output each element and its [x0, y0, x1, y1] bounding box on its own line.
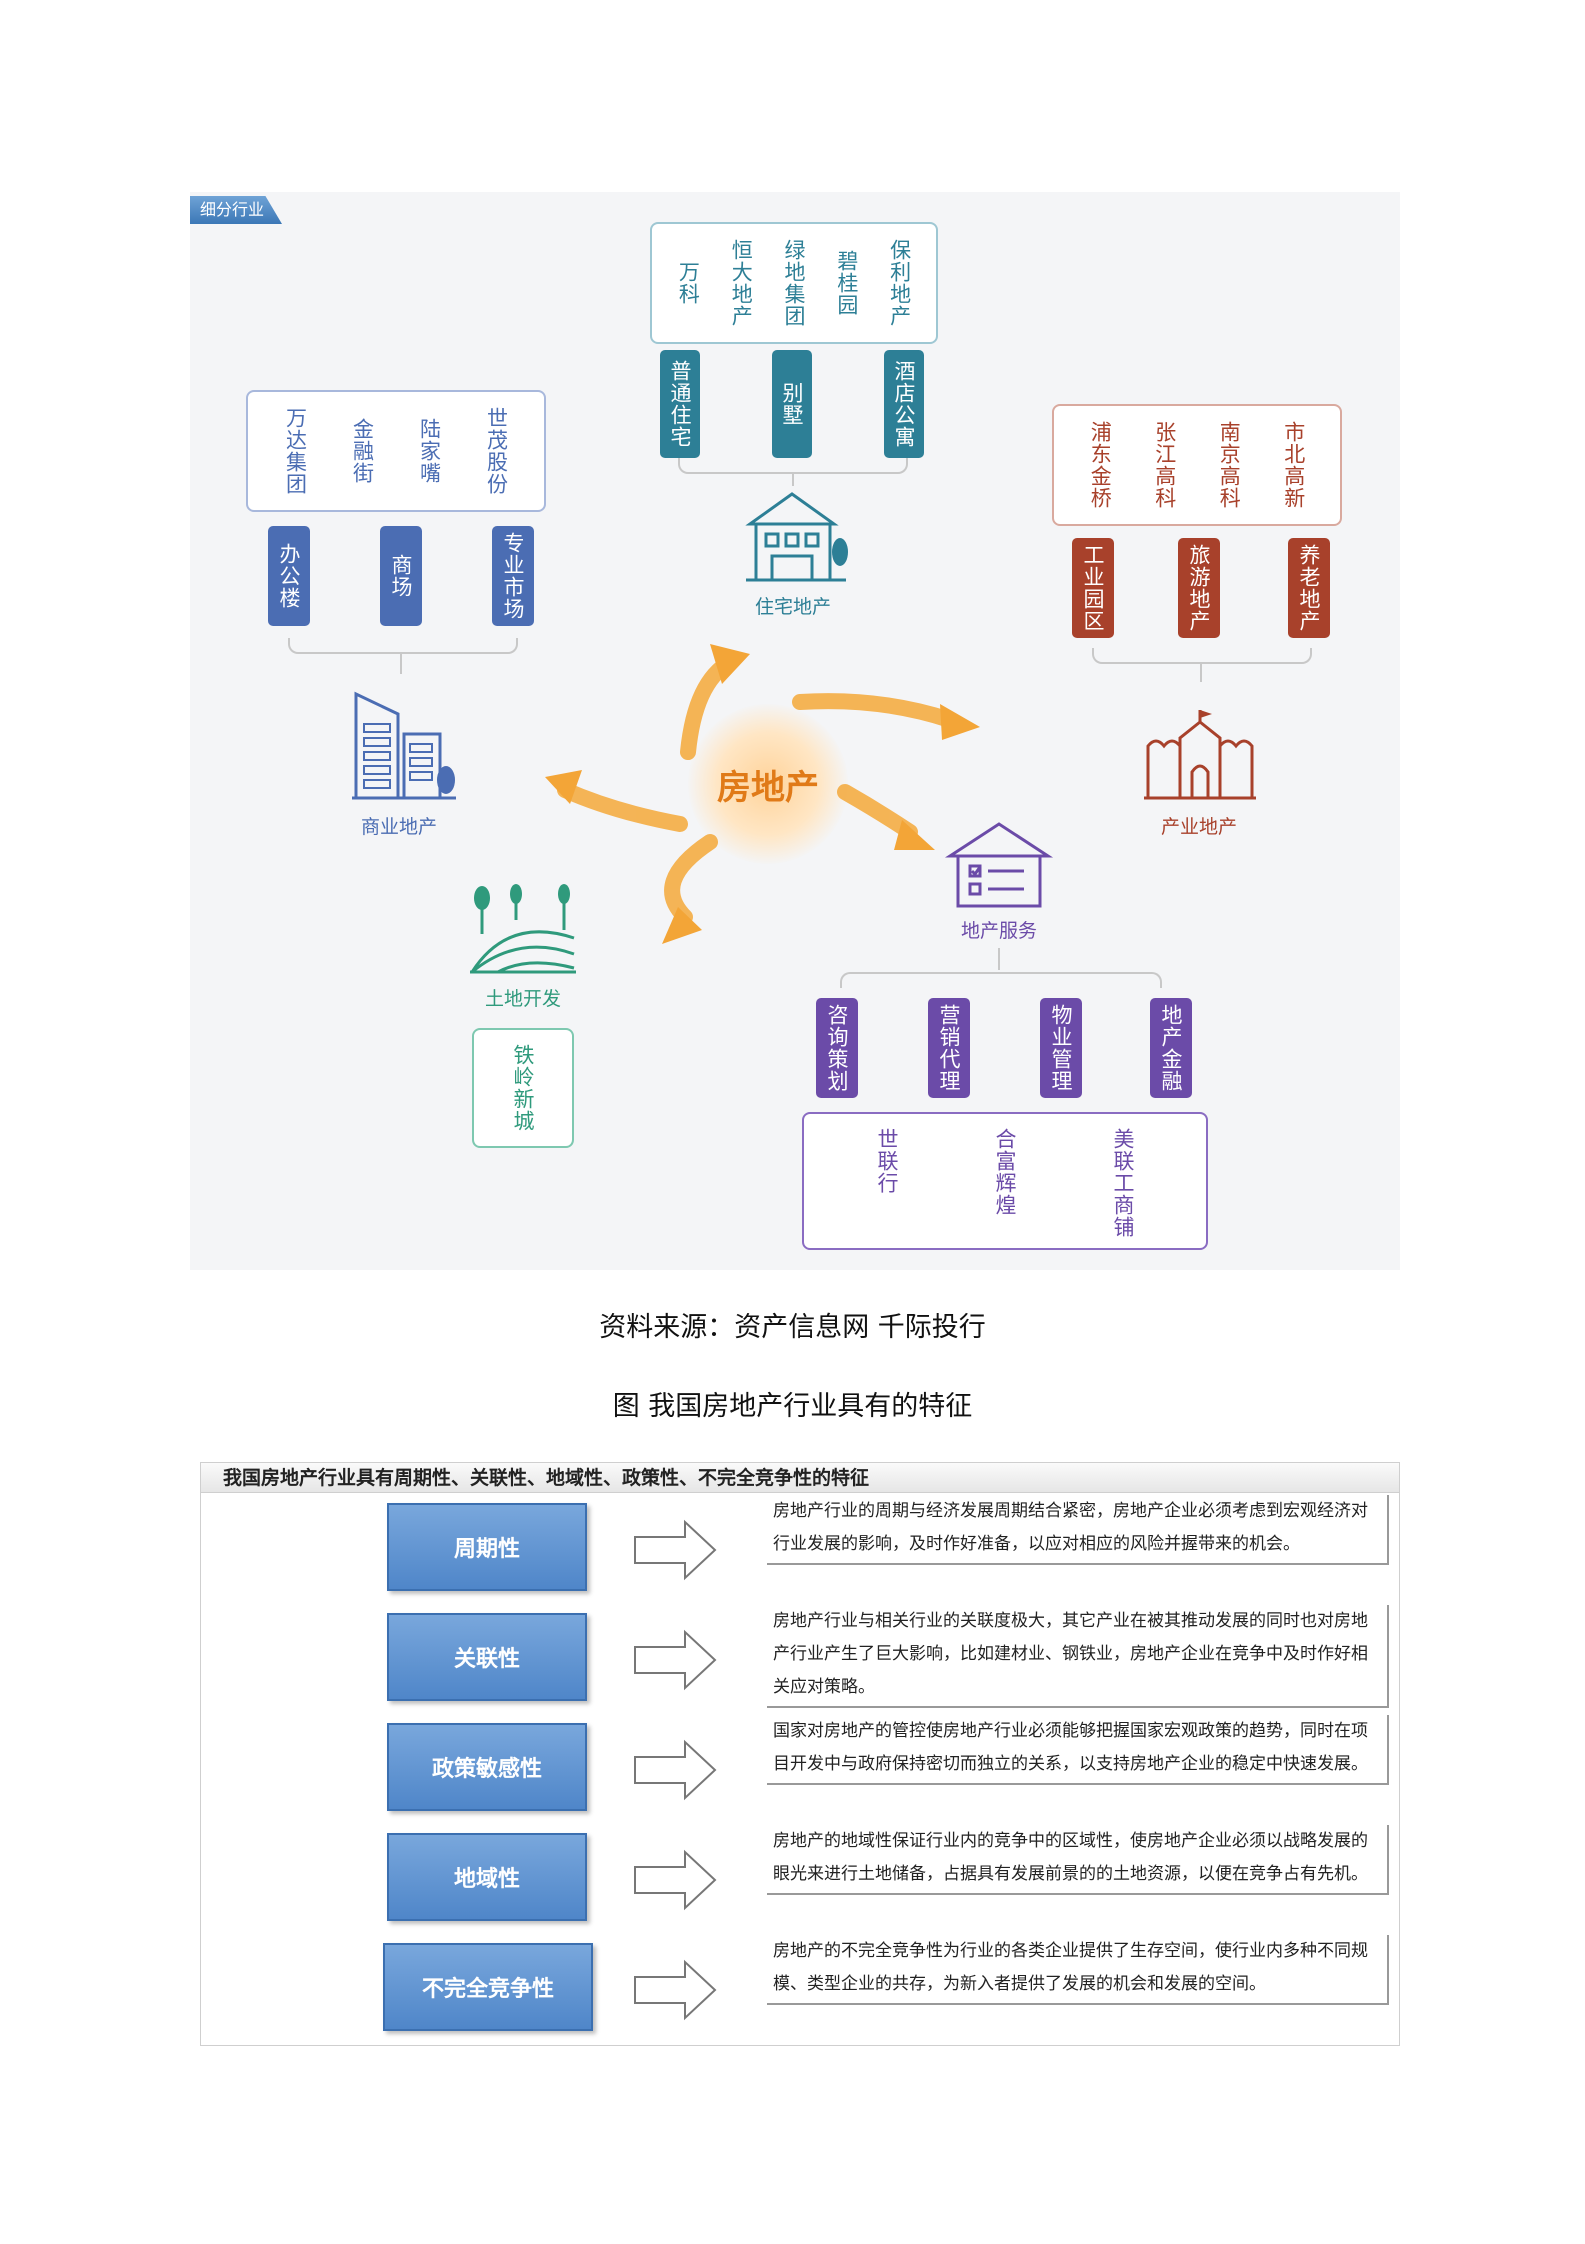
service-stem — [998, 948, 1000, 970]
commercial-type: 专业市场 — [492, 526, 534, 626]
feature-description: 国家对房地产的管控使房地产行业必须能够把握国家宏观政策的趋势，同时在项目开发中与… — [767, 1715, 1389, 1785]
service-house-icon — [944, 822, 1054, 908]
feature-box: 周期性 — [387, 1503, 587, 1591]
arrow-to-industrial — [792, 693, 958, 728]
right-arrow-icon — [634, 1519, 717, 1581]
residential-type: 普通住宅 — [660, 350, 700, 458]
feature-box: 不完全竞争性 — [383, 1943, 593, 2031]
feature-description: 房地产的不完全竞争性为行业的各类企业提供了生存空间，使行业内多种不同规模、类型企… — [767, 1935, 1389, 2005]
commercial-company: 金融街 — [350, 418, 375, 484]
service-connector — [840, 972, 1162, 988]
service-company: 世联行 — [875, 1128, 900, 1194]
residential-label: 住宅地产 — [754, 596, 831, 618]
industrial-type: 旅游地产 — [1178, 538, 1220, 638]
land-label: 土地开发 — [484, 988, 561, 1010]
industrial-stem — [1200, 662, 1202, 682]
field-trees-icon — [470, 884, 576, 974]
right-arrow-icon — [634, 1629, 717, 1691]
arrow-to-service — [837, 784, 918, 840]
industrial-company: 南京高科 — [1217, 421, 1242, 509]
residential-company: 绿地集团 — [782, 239, 807, 327]
residential-company: 万科 — [676, 261, 701, 305]
figure-caption: 图 我国房地产行业具有的特征 — [612, 1391, 973, 1422]
service-company: 合富辉煌 — [993, 1128, 1018, 1216]
commercial-company: 陆家嘴 — [417, 418, 442, 484]
land-companies-box: 铁岭新城 — [472, 1028, 574, 1148]
feature-description: 房地产行业的周期与经济发展周期结合紧密，房地产企业必须考虑到宏观经济对行业发展的… — [767, 1495, 1389, 1565]
commercial-type: 办公楼 — [268, 526, 310, 626]
commercial-connector — [288, 638, 518, 654]
right-arrow-icon — [634, 1849, 717, 1911]
industrial-company: 张江高科 — [1152, 421, 1177, 509]
residential-type: 酒店公寓 — [884, 350, 924, 458]
service-company: 美联工商铺 — [1111, 1128, 1136, 1238]
industrial-company: 浦东金桥 — [1088, 421, 1113, 509]
service-type: 营销代理 — [928, 998, 970, 1098]
feature-box: 关联性 — [387, 1613, 587, 1701]
industry-segments-diagram: 细分行业 房地产 万科 恒大地产 绿地 — [190, 192, 1400, 1270]
industrial-companies-box: 浦东金桥 张江高科 南京高科 市北高新 — [1052, 404, 1342, 526]
factory-castle-icon — [1144, 710, 1256, 800]
industrial-connector — [1092, 648, 1312, 664]
service-companies-box: 世联行 合富辉煌 美联工商铺 — [802, 1112, 1208, 1250]
feature-box: 政策敏感性 — [387, 1723, 587, 1811]
right-arrow-icon — [634, 1739, 717, 1801]
residential-company: 碧桂园 — [834, 250, 859, 316]
house-icon — [745, 492, 848, 582]
residential-type: 别墅 — [772, 350, 812, 458]
feature-description: 房地产行业与相关行业的关联度极大，其它产业在被其推动发展的同时也对房地产行业产生… — [767, 1605, 1389, 1708]
commercial-label: 商业地产 — [360, 816, 437, 838]
segment-tag: 细分行业 — [190, 196, 282, 224]
industrial-company: 市北高新 — [1281, 421, 1306, 509]
swirl-arrows — [545, 644, 980, 944]
industrial-label: 产业地产 — [1160, 816, 1237, 838]
residential-companies-box: 万科 恒大地产 绿地集团 碧桂园 保利地产 — [650, 222, 938, 344]
source-caption: 资料来源：资产信息网 千际投行 — [599, 1312, 986, 1343]
commercial-company: 世茂股份 — [484, 407, 509, 495]
residential-company: 保利地产 — [887, 239, 912, 327]
commercial-stem — [400, 652, 402, 674]
arrow-to-commercial — [557, 782, 688, 832]
feature-description: 房地产的地域性保证行业内的竞争中的区域性，使房地产企业必须以战略发展的眼光来进行… — [767, 1825, 1389, 1895]
commercial-type: 商场 — [380, 526, 422, 626]
service-type: 物业管理 — [1040, 998, 1082, 1098]
arrow-to-land — [664, 834, 718, 925]
right-arrow-icon — [634, 1959, 717, 2021]
residential-company: 恒大地产 — [729, 239, 754, 327]
office-building-icon — [352, 691, 456, 800]
commercial-company: 万达集团 — [283, 407, 308, 495]
service-label: 地产服务 — [960, 920, 1037, 942]
characteristics-diagram: 我国房地产行业具有周期性、关联性、地域性、政策性、不完全竞争性的特征 周期性 房… — [200, 1462, 1400, 2046]
land-company: 铁岭新城 — [511, 1044, 536, 1132]
commercial-companies-box: 万达集团 金融街 陆家嘴 世茂股份 — [246, 390, 546, 512]
center-label: 房地产 — [717, 768, 819, 808]
feature-box: 地域性 — [387, 1833, 587, 1921]
industrial-type: 养老地产 — [1288, 538, 1330, 638]
industrial-type: 工业园区 — [1072, 538, 1114, 638]
residential-stem — [792, 472, 794, 486]
characteristics-title: 我国房地产行业具有周期性、关联性、地域性、政策性、不完全竞争性的特征 — [201, 1463, 1399, 1493]
service-type: 咨询策划 — [816, 998, 858, 1098]
service-type: 地产金融 — [1150, 998, 1192, 1098]
